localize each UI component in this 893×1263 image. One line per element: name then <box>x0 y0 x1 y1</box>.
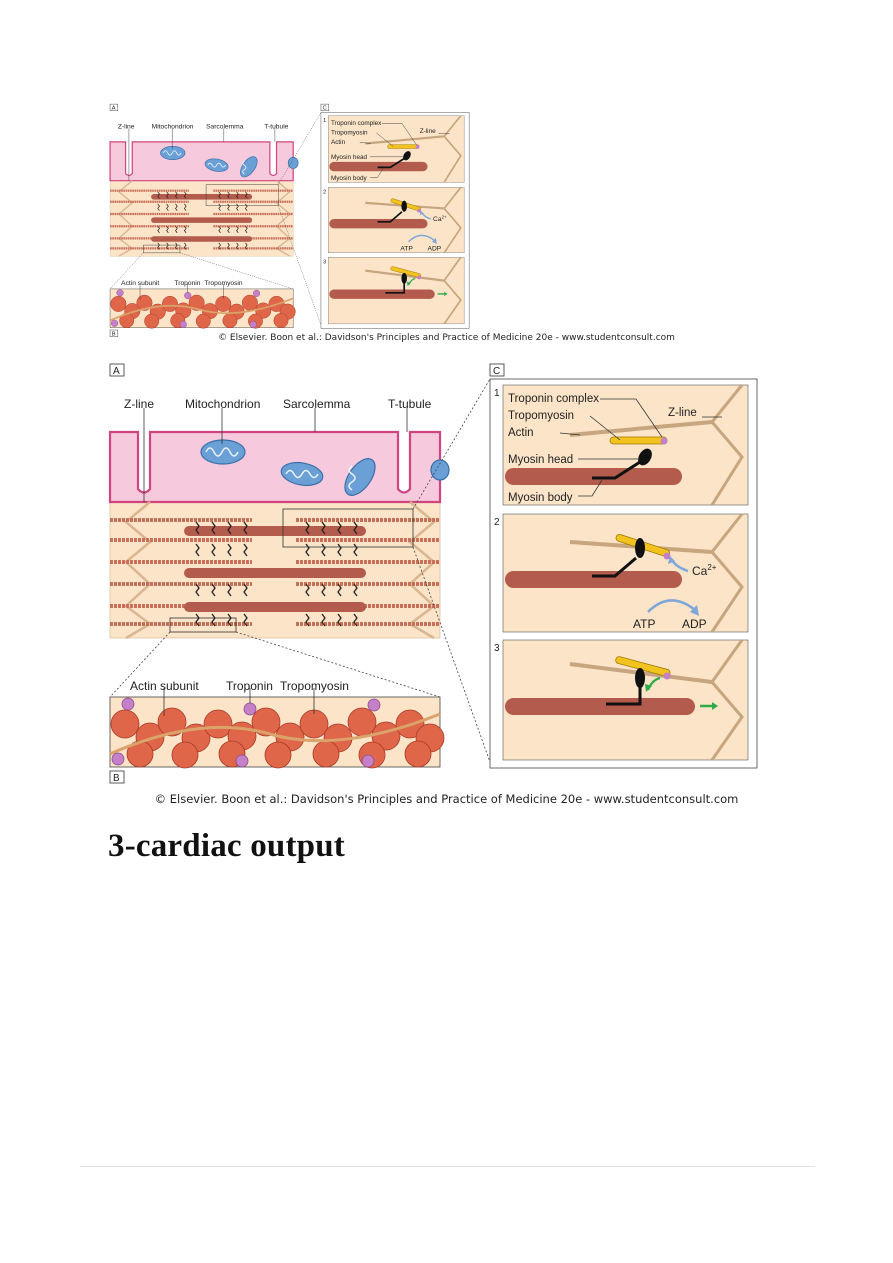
panel-a-label: A <box>112 106 116 112</box>
z-line-c-label: Z-line <box>420 128 436 135</box>
myosin-head-label: Myosin head <box>331 154 368 161</box>
panel-b-label: B <box>112 332 116 338</box>
adp-label: ADP <box>682 617 707 631</box>
step-1-number: 1 <box>323 118 326 124</box>
t-tubule-label: T-tubule <box>388 397 432 411</box>
actin-subunit-label: Actin subunit <box>121 280 159 287</box>
mitochondrion-icon <box>200 439 246 465</box>
actin-filaments <box>110 518 440 626</box>
atp-adp-arrow-icon <box>408 234 436 243</box>
actin-subunit-label: Actin subunit <box>130 679 199 693</box>
panel-c-label: C <box>323 106 327 112</box>
calcium-charge-label: 2+ <box>442 214 447 219</box>
mitochondrion-icon <box>430 459 450 481</box>
panel-c-label: C <box>493 366 500 377</box>
sarcolemma-membrane <box>109 141 294 182</box>
z-line-label: Z-line <box>118 124 135 131</box>
myosin-filaments <box>151 194 253 242</box>
troponin-complex-label: Troponin complex <box>508 393 599 405</box>
troponin-label: Troponin <box>226 679 273 693</box>
panel-c: C 1 Troponin complex Tropomyosin Actin M… <box>489 363 758 769</box>
sarcolemma-membrane <box>108 430 442 504</box>
panel-a: A <box>109 103 322 326</box>
troponin-complex-label: Troponin complex <box>331 120 382 127</box>
calcium-label: Ca <box>692 564 708 578</box>
calcium-label: Ca <box>433 216 442 223</box>
atp-adp-arrow-icon <box>647 599 696 613</box>
panel-a-label: A <box>113 366 120 377</box>
figure-caption-large: © Elsevier. Boon et al.: Davidson's Prin… <box>154 792 739 806</box>
step-1-leaders <box>359 123 450 178</box>
panel-c: C 1 Troponin complex Tropomyosin Actin M… <box>320 103 470 329</box>
step-3-number: 3 <box>323 259 326 265</box>
troponin-label: Troponin <box>174 280 200 287</box>
step-1-leaders <box>559 398 722 497</box>
tropomyosin-c-label: Tropomyosin <box>331 130 368 137</box>
step-2-number: 2 <box>323 189 326 195</box>
tropomyosin-strand <box>109 712 441 756</box>
myosin-head-label: Myosin head <box>508 454 573 466</box>
mitochondrion-label: Mitochondrion <box>185 397 260 411</box>
mitochondrion-icon <box>344 458 376 496</box>
mitochondrion-icon <box>287 157 299 169</box>
adp-label: ADP <box>428 246 442 253</box>
actin-subunits <box>110 707 445 769</box>
cross-bridges <box>195 521 358 627</box>
panel-a-leaders <box>128 128 276 181</box>
figure-svg: A <box>108 363 758 784</box>
tropomyosin-c-label: Tropomyosin <box>508 410 574 422</box>
panel-b-label: B <box>113 773 120 784</box>
section-heading: 3-cardiac output <box>108 828 345 864</box>
myosin-body-label: Myosin body <box>508 492 573 504</box>
sarcolemma-label: Sarcolemma <box>206 124 244 131</box>
sarcolemma-label: Sarcolemma <box>283 397 351 411</box>
mitochondrion-icon <box>204 158 229 172</box>
z-line-label: Z-line <box>124 397 154 411</box>
figure-svg: A <box>109 103 470 338</box>
step-1-number: 1 <box>494 388 500 399</box>
actin-subunits <box>110 294 296 329</box>
tropomyosin-label: Tropomyosin <box>280 679 349 693</box>
figure-sarcomere-small: A <box>0 103 893 351</box>
tropomyosin-strand <box>109 297 294 322</box>
panel-a: A <box>108 363 491 763</box>
calcium-charge-label: 2+ <box>707 563 716 572</box>
atp-label: ATP <box>400 246 413 253</box>
panel-b: Actin subunit Troponin Tropomyosin B <box>109 679 445 784</box>
figure-caption-small: © Elsevier. Boon et al.: Davidson's Prin… <box>218 333 675 343</box>
svg-text:Ca2+: Ca2+ <box>433 214 447 223</box>
mitochondrion-icon <box>160 145 186 160</box>
actin-label: Actin <box>331 139 346 146</box>
mitochondrion-icon <box>240 156 258 178</box>
troponin-markers <box>110 289 261 328</box>
panel-b: Actin subunit Troponin Tropomyosin B <box>109 280 296 338</box>
mitochondrion-icon <box>280 461 324 487</box>
actin-label: Actin <box>508 427 534 439</box>
z-line-c-label: Z-line <box>668 407 697 419</box>
figure-sarcomere-large: A <box>0 362 893 792</box>
step-2-number: 2 <box>494 517 500 528</box>
myosin-body-label: Myosin body <box>331 175 368 182</box>
atp-label: ATP <box>633 617 655 631</box>
cross-bridges <box>157 191 248 250</box>
mitochondrion-label: Mitochondrion <box>152 124 194 131</box>
step-3-number: 3 <box>494 643 500 654</box>
footer-divider <box>80 1166 815 1167</box>
panel-a-leaders <box>143 408 408 502</box>
tropomyosin-label: Tropomyosin <box>204 280 243 287</box>
svg-text:Ca2+: Ca2+ <box>692 563 717 578</box>
t-tubule-label: T-tubule <box>264 124 288 131</box>
